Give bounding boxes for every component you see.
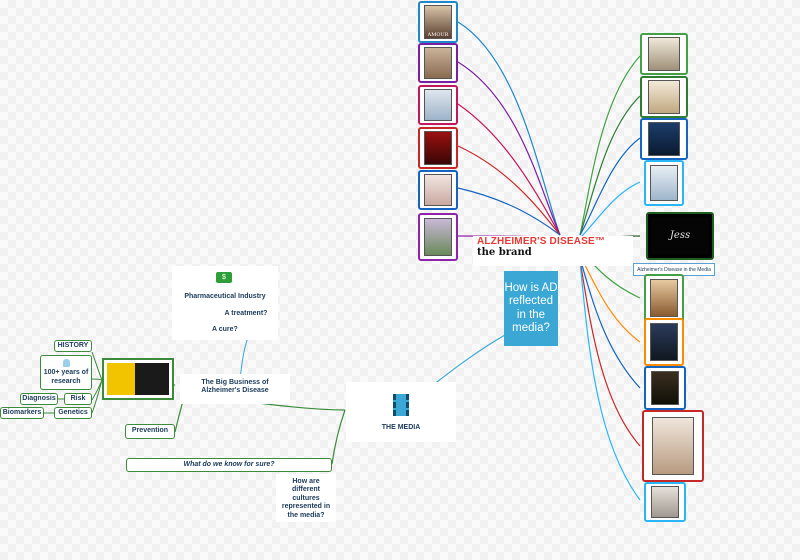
movie-poster[interactable] xyxy=(640,33,688,75)
money-icon: $ xyxy=(216,272,232,283)
movie-poster[interactable] xyxy=(418,127,458,169)
movie-poster[interactable] xyxy=(644,482,686,522)
treatment-label: A treatment? xyxy=(224,310,268,317)
movie-poster[interactable] xyxy=(418,170,458,210)
research-years-node[interactable]: 100+ years of research xyxy=(40,355,92,390)
know-for-sure-node[interactable]: What do we know for sure? xyxy=(126,458,332,472)
cure-label: A cure? xyxy=(212,326,238,333)
pharma-label: Pharmaceutical Industry xyxy=(184,293,266,300)
brand-line-1: ALZHEIMER'S DISEASE™ xyxy=(477,236,606,247)
genetics-node[interactable]: Genetics xyxy=(54,407,92,419)
poster-image xyxy=(650,278,678,318)
movie-poster-jess[interactable]: Jess xyxy=(646,212,714,260)
big-business-node[interactable]: The Big Business of Alzheimer's Disease xyxy=(180,374,290,404)
brand-title: ALZHEIMER'S DISEASE™ the brand xyxy=(473,236,633,266)
movie-poster[interactable] xyxy=(644,318,684,366)
poster-image xyxy=(424,217,452,257)
movie-poster[interactable] xyxy=(644,366,686,410)
poster-image xyxy=(647,122,681,156)
movie-poster[interactable] xyxy=(644,160,684,206)
risk-node[interactable]: Risk xyxy=(64,393,92,405)
vintage-poster xyxy=(107,363,169,395)
poster-image xyxy=(424,131,452,165)
poster-title: AMOUR xyxy=(427,31,449,38)
poster-image xyxy=(650,370,680,406)
film-icon xyxy=(393,394,409,416)
big-business-label: The Big Business of Alzheimer's Disease xyxy=(201,379,269,395)
poster-image xyxy=(424,47,452,79)
poster-image xyxy=(651,417,695,475)
pharma-panel[interactable]: $ Pharmaceutical Industry A treatment? A… xyxy=(172,266,278,340)
poster-image xyxy=(647,80,681,114)
poster-image xyxy=(424,89,452,121)
movie-poster[interactable] xyxy=(644,274,684,322)
poster-image: AMOUR xyxy=(424,5,452,39)
cultures-question[interactable]: How are different cultures represented i… xyxy=(276,474,336,522)
movie-poster[interactable] xyxy=(418,213,458,261)
poster-image xyxy=(650,486,680,518)
cultures-label: How are different cultures represented i… xyxy=(281,478,331,519)
poster-image: Jess xyxy=(650,217,710,255)
movie-poster[interactable] xyxy=(418,43,458,83)
movie-poster[interactable] xyxy=(640,118,688,160)
poster-image xyxy=(424,174,452,206)
history-node[interactable]: HISTORY xyxy=(54,340,92,352)
poster-title: Jess xyxy=(669,230,691,242)
the-media-label: THE MEDIA xyxy=(381,424,421,431)
history-image[interactable] xyxy=(102,358,174,400)
movie-poster[interactable] xyxy=(642,410,704,482)
movie-poster[interactable] xyxy=(418,85,458,125)
poster-image xyxy=(650,164,678,202)
know-for-sure-label: What do we know for sure? xyxy=(183,460,275,468)
movie-poster-amour[interactable]: AMOUR xyxy=(418,1,458,43)
biomarkers-node[interactable]: Biomarkers xyxy=(0,407,44,419)
brand-line-2: the brand xyxy=(477,247,532,258)
poster-image xyxy=(650,322,678,362)
diagnosis-node[interactable]: Diagnosis xyxy=(20,393,58,405)
the-media-node[interactable]: THE MEDIA xyxy=(346,382,456,442)
prevention-node[interactable]: Prevention xyxy=(125,424,175,439)
central-question[interactable]: How is AD reflected in the media? xyxy=(504,271,558,346)
movie-poster[interactable] xyxy=(640,76,688,118)
poster-image xyxy=(647,37,681,71)
person-icon xyxy=(62,359,70,368)
research-years-label: 100+ years of research xyxy=(43,369,89,385)
